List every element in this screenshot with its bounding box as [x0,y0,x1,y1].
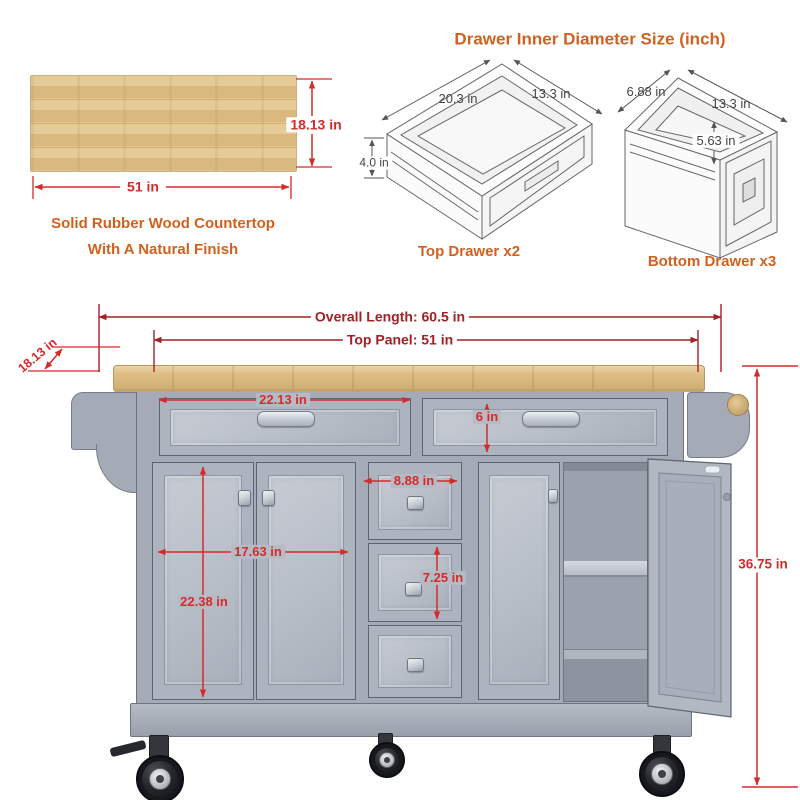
overall-length-label: Overall Length: 60.5 in [310,308,470,325]
cabinet-inner-height-label: 22.38 in [177,594,231,610]
middle-drawer-height-label: 7.25 in [419,570,467,586]
caster-hub [148,767,172,791]
top-drawer-diagram [364,59,603,240]
caster-left-wheel [136,755,184,800]
countertop-caption-line1: Solid Rubber Wood Countertop [51,214,275,232]
cabinet-under-floor [564,659,647,701]
middle-drawer-3-knob [407,658,424,672]
caster-brake-lever [109,739,147,758]
middle-drawer-width-label: 8.88 in [390,473,438,489]
caster-middle-wheel [369,742,405,778]
cart-base [130,703,692,737]
bottom-drawer-height-label: 5.63 in [692,133,740,149]
top-drawer-height-label: 4.0 in [355,156,393,170]
towel-bar-dowel-end [727,394,749,416]
bottom-drawer-caption: Bottom Drawer x3 [647,252,777,270]
countertop-height-label: 18.13 in [286,116,346,133]
cabinet-door-left-2 [256,462,356,700]
cart-wood-top [113,365,705,392]
middle-drawer-1-knob [407,496,424,510]
cabinet-door-left-2-panel [268,475,344,685]
caster-hub [651,763,673,785]
left-side-bracket [71,392,139,450]
cabinet-door-right-closed [478,462,560,700]
top-drawer-left-handle [257,411,315,427]
countertop-width-label: 51 in [123,178,163,195]
top-drawer-width-label: 22.13 in [256,392,310,408]
cabinet-floor [564,649,647,659]
cabinet-inner-width-label: 17.63 in [231,544,285,560]
opening-top-shadow [564,463,647,471]
door-knob [238,490,251,506]
top-drawer-depth-label: 13.3 in [531,85,571,101]
door-magnet-latch [704,465,721,474]
top-drawer-right-handle [522,411,580,427]
middle-drawer-3 [368,625,462,698]
cart-depth-label: 18.13 in [15,335,60,376]
cabinet-opening [563,462,648,702]
top-panel-label: Top Panel: 51 in [342,331,458,348]
cabinet-door-left-1-panel [164,475,242,685]
caster-right-wheel [639,751,685,797]
left-side-bracket-lower [96,444,138,493]
door-knob [262,490,275,506]
bottom-drawer-depth-label: 13.3 in [711,95,751,111]
top-drawer-height-label: 6 in [472,409,502,425]
cabinet-door-right-panel [489,475,549,685]
door-knob [548,489,558,503]
countertop-image [30,75,297,172]
top-drawer-left [159,398,411,456]
middle-drawer-2-knob [405,582,422,596]
top-drawer-right [422,398,668,456]
top-drawer-caption: Top Drawer x2 [417,242,521,260]
caster-hub [378,751,396,769]
bottom-drawer-width-label: 6.88 in [626,83,666,99]
top-drawer-length-label: 20.3 in [438,90,478,106]
cabinet-shelf [564,561,647,577]
open-door-latch [723,493,731,501]
sheet-title: Drawer Inner Diameter Size (inch) [454,29,726,49]
countertop-caption-line2: With A Natural Finish [87,240,239,258]
overall-height-label: 36.75 in [734,557,792,573]
